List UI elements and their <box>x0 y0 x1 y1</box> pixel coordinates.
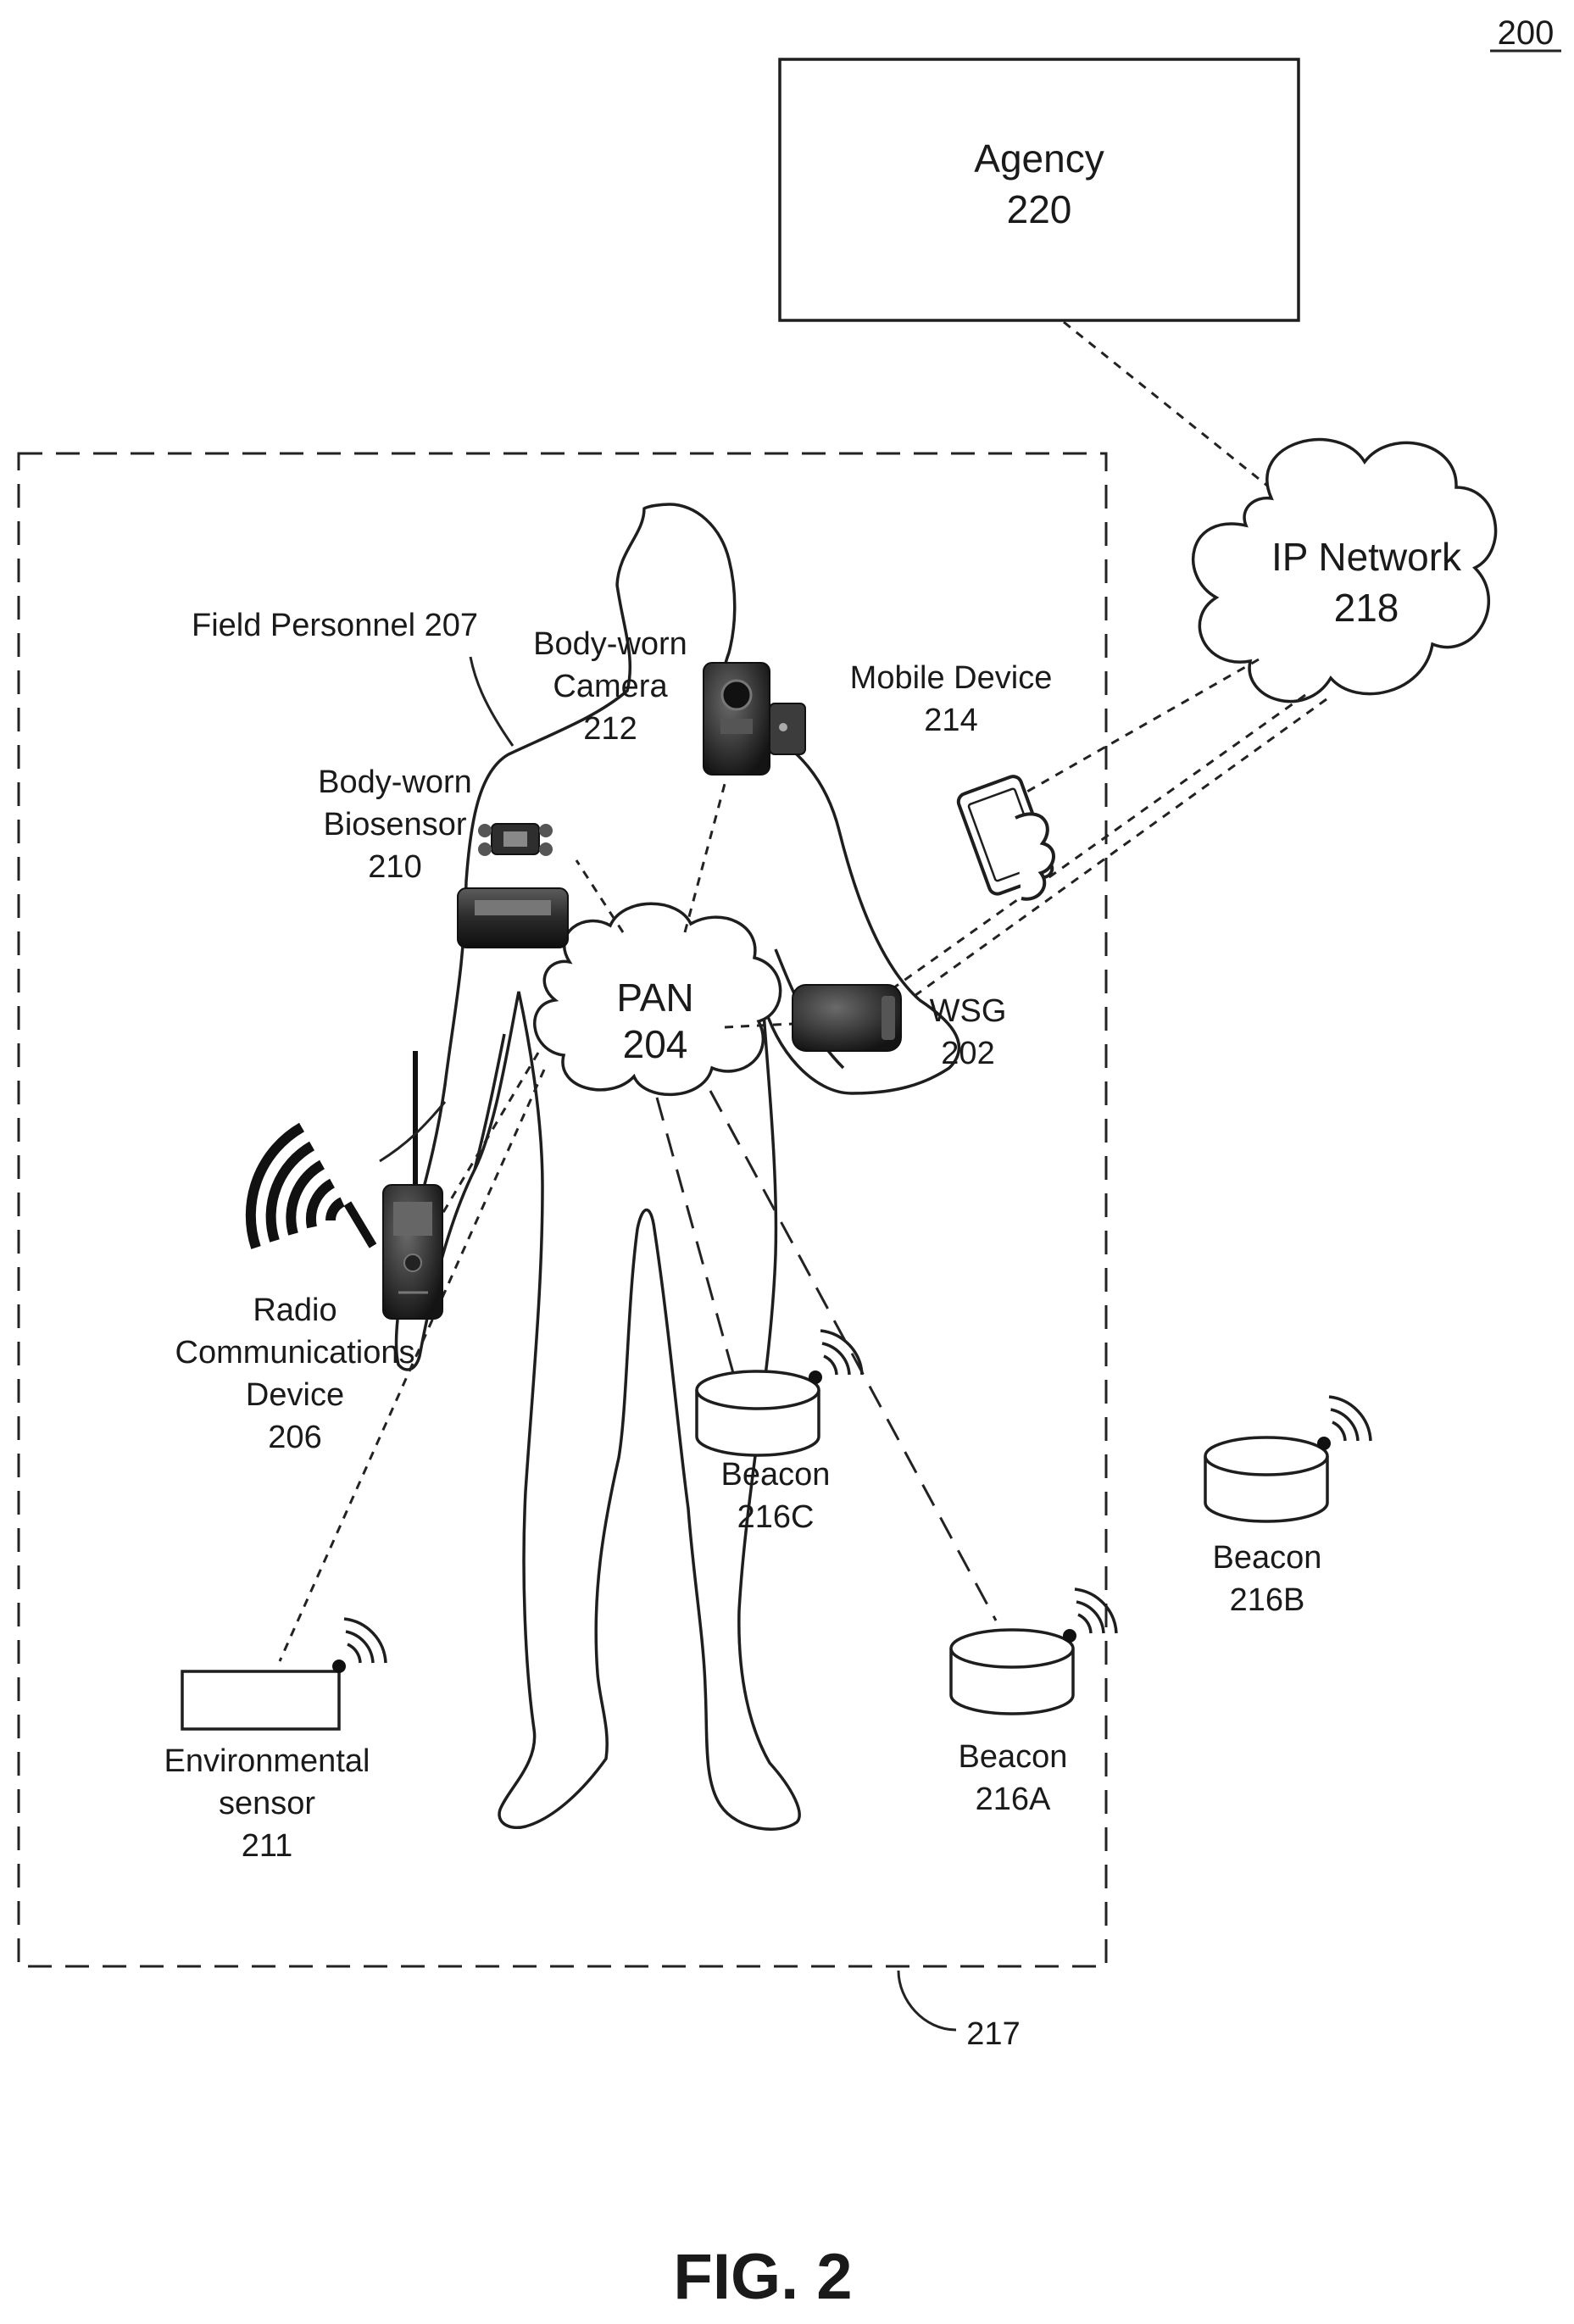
body-worn-biosensor <box>458 824 568 948</box>
wsg-ip-link-1 <box>894 695 1305 987</box>
wsg-device <box>793 985 901 1051</box>
env-sensor-line1: Environmental <box>164 1743 370 1779</box>
beacon-216b-label: Beacon 216B <box>1213 1540 1322 1618</box>
camera-label-line1: Body-worn <box>533 626 687 662</box>
pan-camera-link <box>685 784 725 932</box>
figure-caption: FIG. 2 <box>673 2241 852 2313</box>
biosensor-label: Body-worn Biosensor 210 <box>318 764 472 885</box>
beacon-216c-label: Beacon 216C <box>721 1457 831 1535</box>
radio-signal-icon <box>251 1127 373 1248</box>
mobile-label-id: 214 <box>924 703 977 738</box>
beacon-216a-label: Beacon 216A <box>959 1739 1068 1817</box>
wsg-name: WSG <box>930 993 1007 1029</box>
env-sensor-id: 211 <box>242 1828 293 1864</box>
mobile-ip-link <box>1026 659 1259 792</box>
wsg-ip-link-2 <box>909 699 1326 1000</box>
pan-node: PAN 204 <box>535 903 781 1094</box>
agency-id: 220 <box>1007 187 1072 231</box>
biosensor-band <box>458 888 568 948</box>
camera-label-line2: Camera <box>553 669 668 704</box>
beacon-216c <box>697 1331 862 1455</box>
wifi-icon <box>1075 1589 1116 1633</box>
camera-label: Body-worn Camera 212 <box>533 626 687 747</box>
beacon-216a <box>951 1589 1116 1714</box>
radio-label: Radio Communications Device 206 <box>175 1293 415 1455</box>
silhouette-inner-line <box>475 1034 504 1170</box>
beacon-216b <box>1205 1397 1371 1521</box>
agency-name: Agency <box>974 136 1104 181</box>
env-sensor-box <box>182 1671 339 1729</box>
figure-number: 200 <box>1490 14 1561 52</box>
pan-id: 204 <box>623 1022 688 1066</box>
env-sensor-line2: sensor <box>219 1786 315 1821</box>
region-label-text: 217 <box>966 2016 1020 2052</box>
field-personnel-text: Field Personnel 207 <box>192 608 478 643</box>
beacon-216c-name: Beacon <box>721 1457 831 1493</box>
radio-label-line1: Radio <box>253 1293 336 1328</box>
beacon-216c-id: 216C <box>737 1499 815 1535</box>
wifi-icon <box>344 1619 386 1663</box>
pan-name: PAN <box>616 976 693 1020</box>
ip-network-id: 218 <box>1334 586 1399 630</box>
beacon-216a-id: 216A <box>976 1782 1051 1817</box>
ip-network-name: IP Network <box>1271 535 1462 579</box>
field-personnel-label: Field Personnel 207 <box>192 608 513 746</box>
wifi-icon <box>1329 1397 1371 1441</box>
environmental-sensor <box>182 1619 386 1729</box>
biosensor-module <box>478 824 553 856</box>
mobile-device <box>956 774 1054 898</box>
biosensor-label-id: 210 <box>368 849 421 885</box>
pan-beacon-a-link <box>710 1091 996 1621</box>
region-label: 217 <box>898 1971 1021 2052</box>
body-worn-camera <box>704 663 805 775</box>
radio-label-line3: Device <box>246 1377 344 1413</box>
env-sensor-label: Environmental sensor 211 <box>164 1743 370 1864</box>
radio-label-line2: Communications <box>175 1335 415 1370</box>
biosensor-label-line2: Biosensor <box>324 807 467 842</box>
wsg-label: WSG 202 <box>930 993 1007 1071</box>
radio-label-id: 206 <box>268 1420 321 1455</box>
agency-node: Agency 220 <box>780 59 1299 320</box>
mobile-label-line1: Mobile Device <box>850 660 1053 696</box>
beacon-216a-name: Beacon <box>959 1739 1068 1775</box>
camera-label-id: 212 <box>583 711 637 747</box>
field-personnel-silhouette <box>397 504 959 1829</box>
biosensor-label-line1: Body-worn <box>318 764 472 800</box>
mobile-label: Mobile Device 214 <box>850 660 1053 738</box>
beacon-216b-name: Beacon <box>1213 1540 1322 1576</box>
wsg-id: 202 <box>941 1036 994 1071</box>
figure-number-text: 200 <box>1498 14 1555 52</box>
hand-outline <box>1015 814 1054 898</box>
ip-network-node: IP Network 218 <box>1193 440 1496 702</box>
agency-ip-link <box>1064 322 1280 496</box>
radio-device <box>251 1051 445 1319</box>
beacon-216b-id: 216B <box>1230 1582 1305 1618</box>
wifi-icon <box>820 1331 862 1375</box>
